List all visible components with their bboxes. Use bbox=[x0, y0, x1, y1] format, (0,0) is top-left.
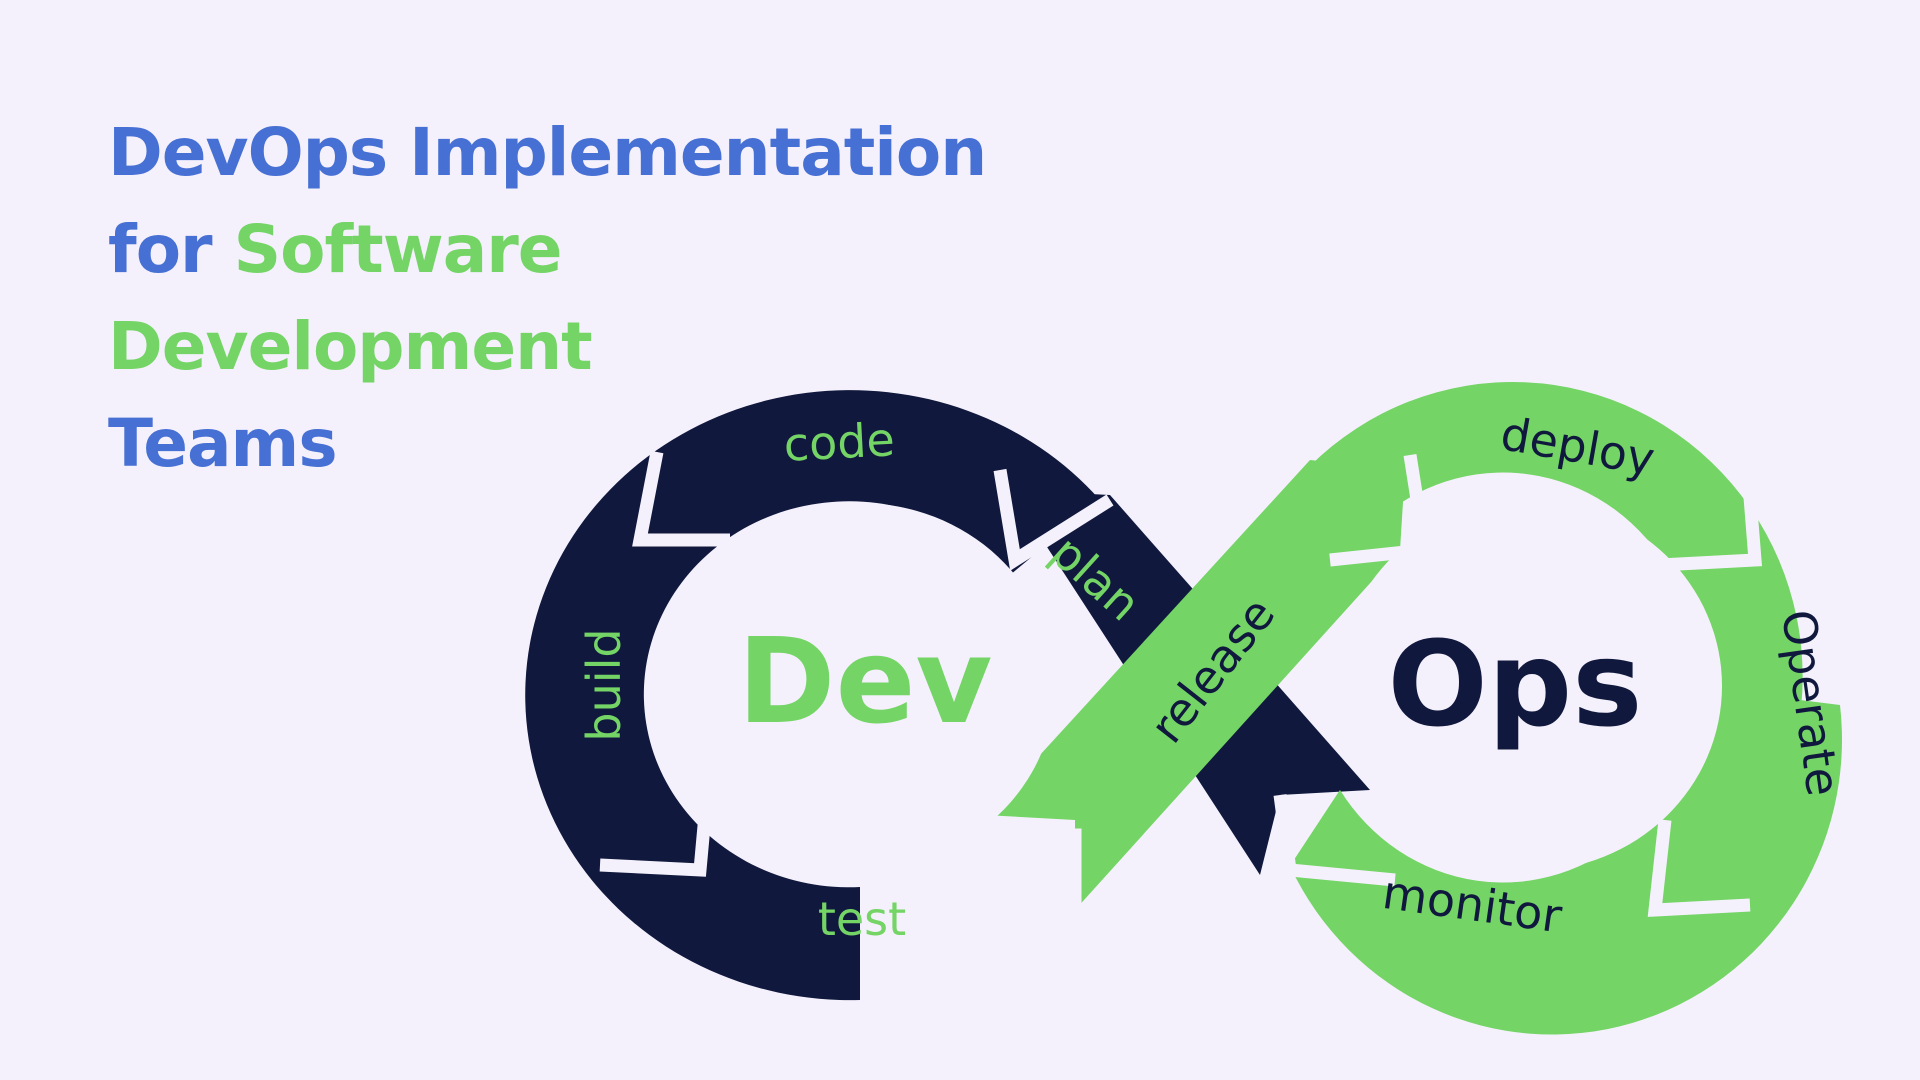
title-software: Software bbox=[233, 211, 563, 288]
dev-inner-circle bbox=[665, 503, 1055, 869]
stage-test: test bbox=[818, 892, 906, 946]
dev-label: Dev bbox=[738, 612, 993, 750]
stage-code: code bbox=[782, 412, 896, 472]
ops-ring bbox=[1290, 382, 1803, 972]
release-ribbon bbox=[985, 460, 1405, 910]
title-line-2: for Software bbox=[108, 201, 986, 298]
ops-ring-bottom bbox=[1290, 690, 1842, 1035]
title-line-1: DevOps Implementation bbox=[108, 114, 987, 191]
title-line-3: Development bbox=[108, 308, 593, 385]
title-line-4: Teams bbox=[108, 405, 338, 482]
title-for: for bbox=[108, 211, 213, 288]
ops-inner-circle bbox=[1338, 501, 1722, 871]
page-title: DevOps Implementation for Software Devel… bbox=[108, 104, 987, 492]
ops-label: Ops bbox=[1387, 615, 1642, 753]
stage-build: build bbox=[577, 628, 631, 741]
